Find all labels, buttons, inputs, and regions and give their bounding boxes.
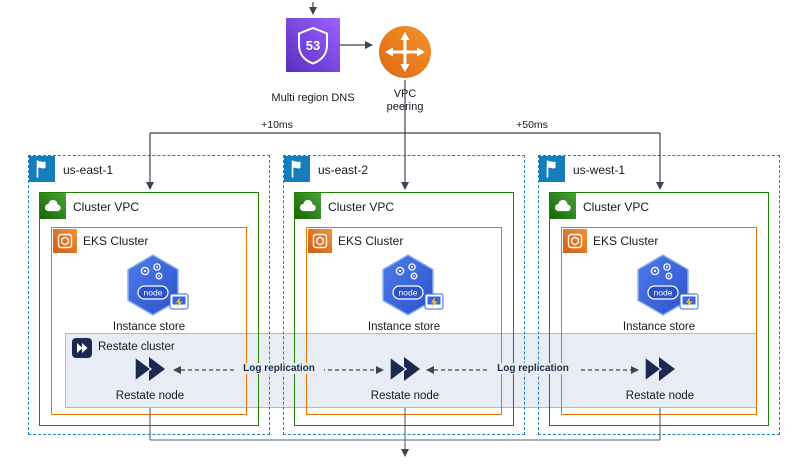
- vpc-label: Cluster VPC: [328, 200, 395, 214]
- route53-badge: 53: [306, 38, 320, 53]
- restate-node-icon: [642, 354, 678, 384]
- k8s-node-icon: node: [636, 254, 700, 316]
- vpc-label: Cluster VPC: [583, 200, 650, 214]
- cluster-vpc-box: Cluster VPC EKS Cluster: [549, 192, 769, 426]
- log-replication-label: Log replication: [488, 363, 578, 374]
- vpc-peering-icon: [378, 25, 432, 79]
- vpc-cloud-icon: [40, 193, 66, 219]
- eks-cluster-box: EKS Cluster node: [561, 227, 757, 415]
- cluster-vpc-box: Cluster VPC EKS Cluster: [294, 192, 514, 426]
- region-flag-icon: [539, 156, 565, 182]
- vpc-cloud-icon: [550, 193, 576, 219]
- eks-cluster-box: EKS Cluster node: [306, 227, 502, 415]
- node-pill-label: node: [399, 288, 418, 298]
- instance-store-label: Instance store: [622, 321, 696, 333]
- region-us-west-1: us-west-1 Cluster VPC: [538, 155, 780, 435]
- node-pill-label: node: [144, 288, 163, 298]
- vpc-label: Cluster VPC: [73, 200, 140, 214]
- log-replication-label: Log replication: [234, 363, 324, 374]
- instance-store-label: Instance store: [367, 321, 441, 333]
- restate-cluster-label: Restate cluster: [98, 341, 175, 353]
- latency-label-left: +10ms: [249, 119, 305, 131]
- restate-node-icon: [387, 354, 423, 384]
- k8s-node-icon: node: [126, 254, 190, 316]
- eks-cluster-box: EKS Cluster node: [51, 227, 247, 415]
- region-flag-icon: [29, 156, 55, 182]
- restate-node-icon: [132, 354, 168, 384]
- region-name: us-east-1: [63, 163, 114, 177]
- region-us-east-2: us-east-2 Cluster VPC: [283, 155, 525, 435]
- eks-icon: [563, 229, 587, 253]
- region-flag-icon: [284, 156, 310, 182]
- vpc-cloud-icon: [295, 193, 321, 219]
- route53-icon: 53: [286, 18, 340, 72]
- region-name: us-east-2: [318, 163, 369, 177]
- region-us-east-1: us-east-1 Cluster VPC: [28, 155, 270, 435]
- vpc-peering-label: VPC peering: [386, 88, 424, 113]
- restate-node-label: Restate node: [625, 390, 695, 402]
- eks-label: EKS Cluster: [338, 234, 404, 248]
- eks-icon: [53, 229, 77, 253]
- k8s-node-icon: node: [381, 254, 445, 316]
- cluster-vpc-box: Cluster VPC EKS Cluster: [39, 192, 259, 426]
- eks-icon: [308, 229, 332, 253]
- eks-label: EKS Cluster: [593, 234, 659, 248]
- restate-node-label: Restate node: [115, 390, 185, 402]
- dns-label: Multi region DNS: [271, 92, 355, 104]
- node-pill-label: node: [654, 288, 673, 298]
- eks-label: EKS Cluster: [83, 234, 149, 248]
- region-name: us-west-1: [573, 163, 626, 177]
- restate-node-label: Restate node: [370, 390, 440, 402]
- instance-store-label: Instance store: [112, 321, 186, 333]
- restate-cluster-icon: [72, 338, 92, 358]
- latency-label-right: +50ms: [504, 119, 560, 131]
